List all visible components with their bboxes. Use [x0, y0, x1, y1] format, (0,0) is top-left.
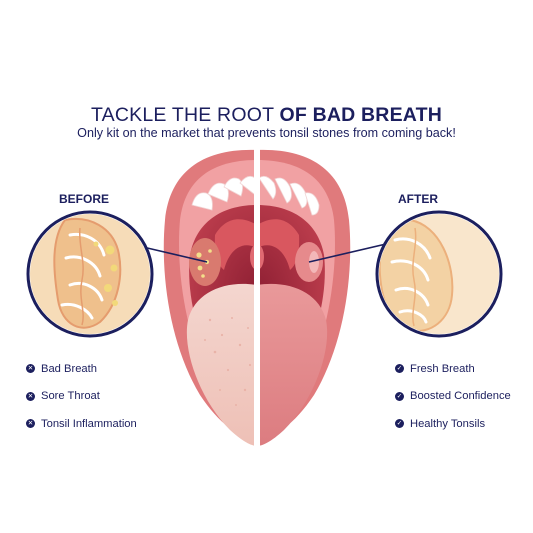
after-label: AFTER	[398, 192, 438, 206]
subtitle: Only kit on the market that prevents ton…	[77, 126, 456, 140]
x-icon: ✕	[26, 391, 35, 401]
before-symptom-list: ✕ Bad Breath ✕ Sore Throat ✕ Tonsil Inflamm…	[26, 355, 137, 438]
after-connector	[308, 243, 387, 263]
list-item: ✕ Tonsil Inflammation	[26, 410, 137, 438]
after-item-label: Boosted Confidence	[410, 390, 511, 403]
before-label: BEFORE	[58, 192, 109, 206]
list-item: ✕ Bad Breath	[26, 355, 137, 383]
list-item: ✓ Fresh Breath	[395, 355, 511, 383]
x-icon: ✕	[26, 419, 35, 429]
headline-bold: OF BAD BREATH	[279, 104, 443, 126]
before-item-label: Sore Throat	[41, 390, 100, 403]
before-connector	[142, 246, 208, 263]
after-tonsil-closeup	[375, 210, 503, 338]
before-item-label: Tonsil Inflammation	[41, 417, 137, 430]
after-item-label: Healthy Tonsils	[410, 417, 486, 430]
x-icon: ✕	[26, 364, 35, 374]
after-benefit-list: ✓ Fresh Breath ✓ Boosted Confidence ✓ Healt…	[395, 355, 511, 438]
tongue-after	[257, 284, 328, 446]
check-icon: ✓	[395, 391, 404, 401]
check-icon: ✓	[395, 419, 404, 429]
upper-teeth	[191, 175, 320, 216]
list-item: ✕ Sore Throat	[26, 383, 137, 411]
headline-light: TACKLE THE ROOT	[90, 104, 280, 126]
headline: TACKLE THE ROOT OF BAD BREATH	[0, 104, 533, 127]
after-item-label: Fresh Breath	[410, 362, 475, 375]
list-item: ✓ Healthy Tonsils	[395, 410, 511, 438]
check-icon: ✓	[395, 364, 404, 374]
center-divider	[254, 145, 260, 450]
tongue-before	[186, 284, 257, 446]
before-item-label: Bad Breath	[41, 362, 97, 375]
list-item: ✓ Boosted Confidence	[395, 383, 511, 411]
before-tonsil-closeup	[26, 210, 154, 338]
